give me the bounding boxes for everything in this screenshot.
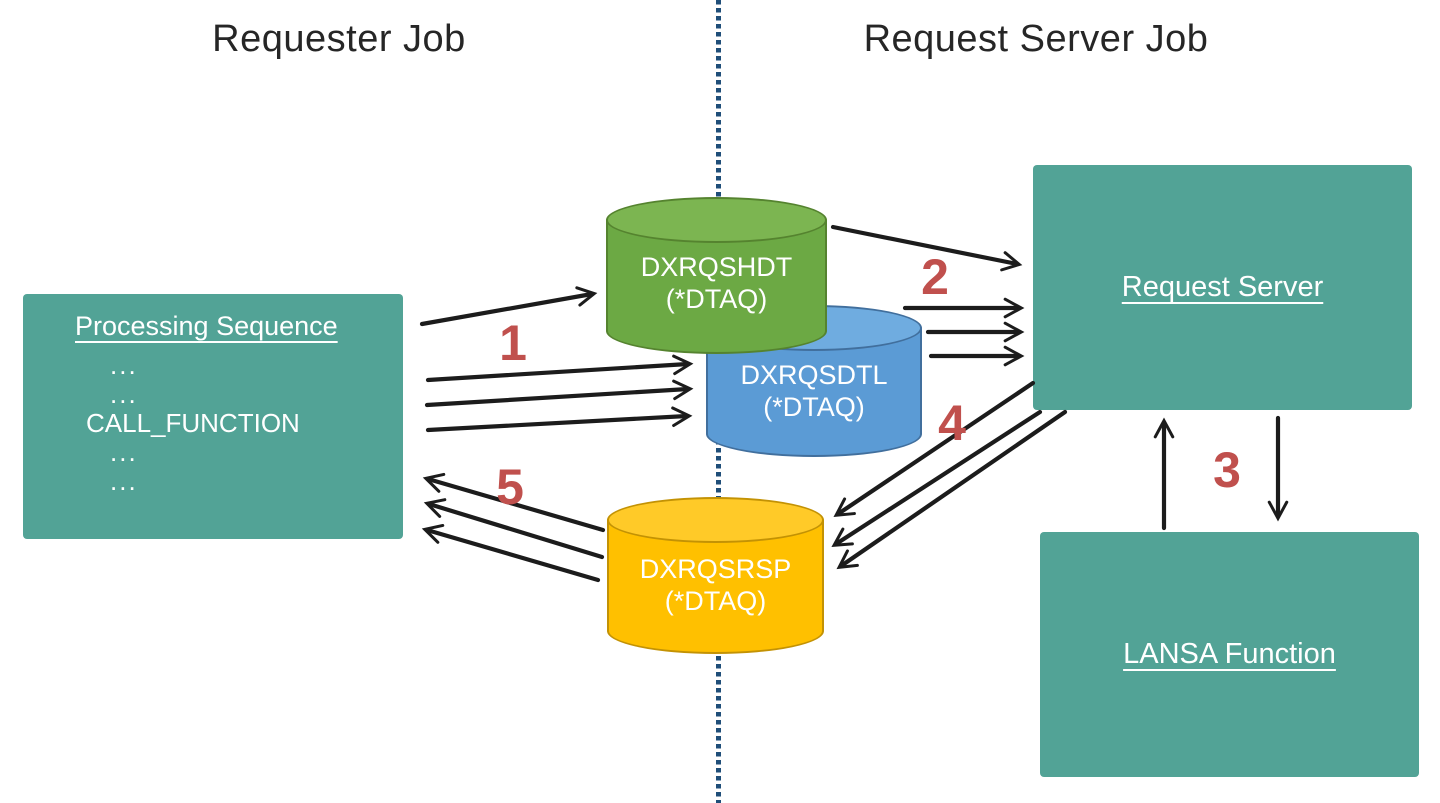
- code-line: ...: [110, 350, 138, 380]
- queue-type: (*DTAQ): [664, 585, 767, 616]
- step-label-1: 1: [499, 315, 527, 371]
- lansa-function-box: LANSA Function: [1040, 532, 1419, 777]
- requester-job-title: Requester Job: [212, 18, 466, 60]
- arrow-server-to-rsp-2: [831, 409, 1043, 547]
- cylinder-top: [607, 497, 824, 543]
- queue-type: (*DTAQ): [763, 392, 865, 422]
- queue-name: DXRQSDTL: [740, 360, 888, 390]
- arrow-hdt-to-server: [830, 224, 1023, 272]
- request-server-label: Request Server: [1121, 271, 1324, 303]
- dxrqsrsp-label: DXRQSRSP (*DTAQ): [607, 497, 824, 654]
- queue-name: DXRQSHDT: [640, 251, 793, 282]
- arrow-rsp-to-requester-3: [421, 523, 601, 583]
- processing-sequence-box: Processing Sequence ... ... CALL_FUNCTIO…: [23, 294, 403, 539]
- arrow-rsp-to-requester-1: [422, 472, 606, 533]
- arrow-requester-to-hdt: [419, 286, 598, 327]
- data-queue-dxrqsdtl: DXRQSDTL (*DTAQ): [706, 305, 922, 457]
- data-queue-dxrqsrsp: DXRQSRSP (*DTAQ): [607, 497, 824, 654]
- request-server-box: Request Server: [1033, 165, 1412, 410]
- request-server-job-title: Request Server Job: [863, 18, 1209, 60]
- data-queue-dxrqshdt: DXRQSHDT (*DTAQ): [606, 197, 827, 354]
- queue-type: (*DTAQ): [665, 283, 768, 314]
- step-label-4: 4: [938, 395, 966, 451]
- arrow-server-to-rsp-1: [833, 380, 1036, 518]
- lansa-function-label-wrap: LANSA Function: [1040, 532, 1419, 777]
- cylinder-top: [606, 197, 827, 243]
- request-server-label-wrap: Request Server: [1033, 165, 1412, 410]
- arrow-server-to-rsp-3: [836, 409, 1068, 570]
- step-label-5: 5: [496, 459, 524, 515]
- step-label-2: 2: [921, 249, 949, 305]
- arrow-requester-to-dtl-2: [424, 379, 694, 408]
- arrow-requester-to-dtl-1: [425, 354, 694, 383]
- arrow-rsp-to-requester-2: [423, 498, 605, 560]
- step-label-3: 3: [1213, 442, 1241, 498]
- dxrqshdt-label: DXRQSHDT (*DTAQ): [606, 197, 827, 354]
- code-line: ...: [110, 437, 138, 467]
- code-line-call-function: CALL_FUNCTION: [86, 408, 300, 438]
- code-line: ...: [110, 466, 138, 496]
- processing-sequence-title: Processing Sequence: [75, 311, 338, 341]
- lansa-function-label: LANSA Function: [1123, 638, 1336, 670]
- arrow-requester-to-dtl-3: [425, 406, 693, 433]
- code-line: ...: [110, 379, 138, 409]
- queue-name: DXRQSRSP: [639, 553, 792, 584]
- processing-sequence-code: ... ... CALL_FUNCTION ... ...: [86, 351, 403, 496]
- dxrqsdtl-label: DXRQSDTL (*DTAQ): [706, 305, 922, 457]
